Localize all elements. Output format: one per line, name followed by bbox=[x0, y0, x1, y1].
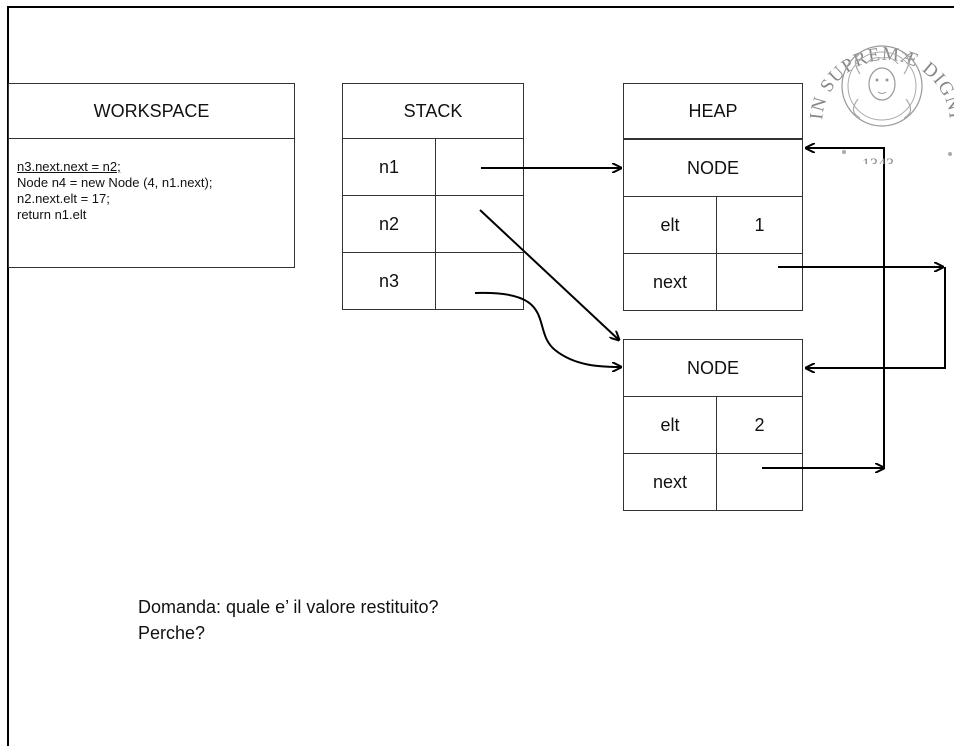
elt-label: elt bbox=[660, 214, 680, 235]
workspace-code: n3.next.next = n2; Node n4 = new Node (4… bbox=[8, 138, 295, 268]
arrow-node1-next-loop bbox=[806, 267, 946, 368]
heap-title: HEAP bbox=[688, 100, 738, 121]
stack-var-label: n1 bbox=[378, 156, 400, 177]
node1-elt-label: elt bbox=[623, 196, 717, 254]
code-line-1: n3.next.next = n2; bbox=[17, 159, 121, 174]
stack-title: STACK bbox=[403, 100, 463, 121]
stack-header: STACK bbox=[342, 83, 524, 139]
node1-next-label: next bbox=[623, 253, 717, 311]
code-line-2: Node n4 = new Node (4, n1.next); bbox=[17, 175, 213, 190]
node2-elt-label: elt bbox=[623, 396, 717, 454]
university-seal-logo: IN SUPREMÆ DIGNITATIS 1343 bbox=[800, 4, 954, 164]
node1-elt-value: 1 bbox=[716, 196, 803, 254]
next-label: next bbox=[652, 271, 688, 292]
code-line-4: return n1.elt bbox=[17, 207, 87, 222]
next-label: next bbox=[652, 471, 688, 492]
workspace-title: WORKSPACE bbox=[93, 100, 210, 121]
code-line-3: n2.next.elt = 17; bbox=[17, 191, 110, 206]
heap-header: HEAP bbox=[623, 83, 803, 139]
arrow-n3-to-node2 bbox=[474, 291, 621, 367]
svg-text:IN SUPREMÆ DIGNITATIS: IN SUPREMÆ DIGNITATIS bbox=[800, 4, 954, 121]
arrow-n2-to-node2 bbox=[479, 209, 619, 340]
pointer-arrows bbox=[474, 0, 946, 724]
node-title: NODE bbox=[686, 357, 739, 378]
arrow-node2-next-loop bbox=[806, 148, 885, 468]
svg-text:1343: 1343 bbox=[862, 156, 894, 164]
elt-value: 1 bbox=[754, 214, 765, 235]
question-text: Domanda: quale e’ il valore restituito? … bbox=[138, 594, 439, 646]
question-line-1: Domanda: quale e’ il valore restituito? bbox=[138, 597, 439, 617]
stack-var-label: n2 bbox=[378, 213, 400, 234]
stack-var-label: n3 bbox=[378, 270, 400, 291]
elt-value: 2 bbox=[754, 414, 765, 435]
slide-frame bbox=[7, 6, 954, 746]
stack-var-n2: n2 bbox=[342, 195, 436, 253]
stack-ref-n3 bbox=[435, 252, 524, 310]
node2-header: NODE bbox=[623, 339, 803, 397]
node2-next-label: next bbox=[623, 453, 717, 511]
node1-next-ref bbox=[716, 253, 803, 311]
node1-header: NODE bbox=[623, 139, 803, 197]
elt-label: elt bbox=[660, 414, 680, 435]
node-title: NODE bbox=[686, 157, 739, 178]
node2-next-ref bbox=[716, 453, 803, 511]
question-line-2: Perche? bbox=[138, 623, 206, 643]
